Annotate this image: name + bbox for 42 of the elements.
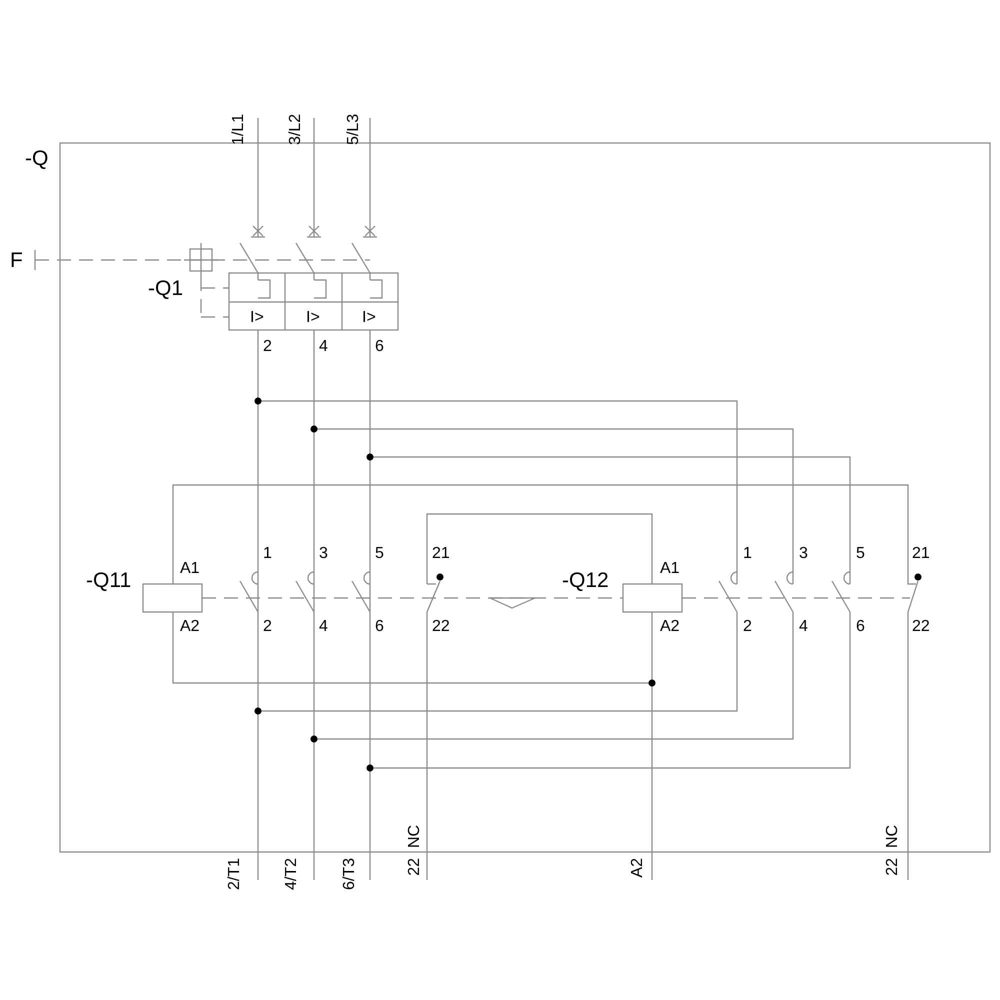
device-label: 2 xyxy=(743,618,752,636)
device-label: 21 xyxy=(912,545,930,563)
device-label: 2 xyxy=(263,618,272,636)
terminal-label: 2/T1 xyxy=(226,858,244,890)
terminal-label: 4/T2 xyxy=(283,858,301,890)
device-label: -Q1 xyxy=(148,278,184,300)
terminal-label: NC xyxy=(884,824,902,848)
device-label: 1 xyxy=(263,545,272,563)
terminal-label: 3/L2 xyxy=(287,114,305,145)
terminal-label: A2 xyxy=(629,858,647,878)
device-label: -Q11 xyxy=(86,570,132,592)
device-label: A1 xyxy=(660,560,680,578)
device-label: A1 xyxy=(180,560,200,578)
device-label: I> xyxy=(306,309,320,327)
device-label: 4 xyxy=(319,338,328,356)
device-label: 1 xyxy=(743,545,752,563)
terminal-label: 5/L3 xyxy=(345,114,363,145)
device-label: -Q xyxy=(25,148,48,170)
device-label: 22 xyxy=(432,618,450,636)
terminal-label: 22 xyxy=(884,858,902,876)
device-label: -Q12 xyxy=(562,570,609,592)
device-label: A2 xyxy=(180,618,200,636)
terminal-label: 6/T3 xyxy=(341,858,359,890)
device-label: 3 xyxy=(799,545,808,563)
device-label: 22 xyxy=(912,618,930,636)
device-label: 6 xyxy=(375,338,384,356)
terminal-label: 1/L1 xyxy=(230,114,248,145)
device-label: 3 xyxy=(319,545,328,563)
device-label: F xyxy=(10,250,23,272)
device-label: 6 xyxy=(375,618,384,636)
device-label: A2 xyxy=(660,618,680,636)
device-label: 2 xyxy=(263,338,272,356)
device-label: 6 xyxy=(856,618,865,636)
device-label: I> xyxy=(250,309,264,327)
device-label: I> xyxy=(362,309,376,327)
device-label: 5 xyxy=(856,545,865,563)
device-label: 21 xyxy=(432,545,450,563)
device-label: 5 xyxy=(375,545,384,563)
terminal-label: NC xyxy=(406,824,424,848)
device-label: 4 xyxy=(799,618,808,636)
device-label: 4 xyxy=(319,618,328,636)
terminal-label: 22 xyxy=(406,858,424,876)
